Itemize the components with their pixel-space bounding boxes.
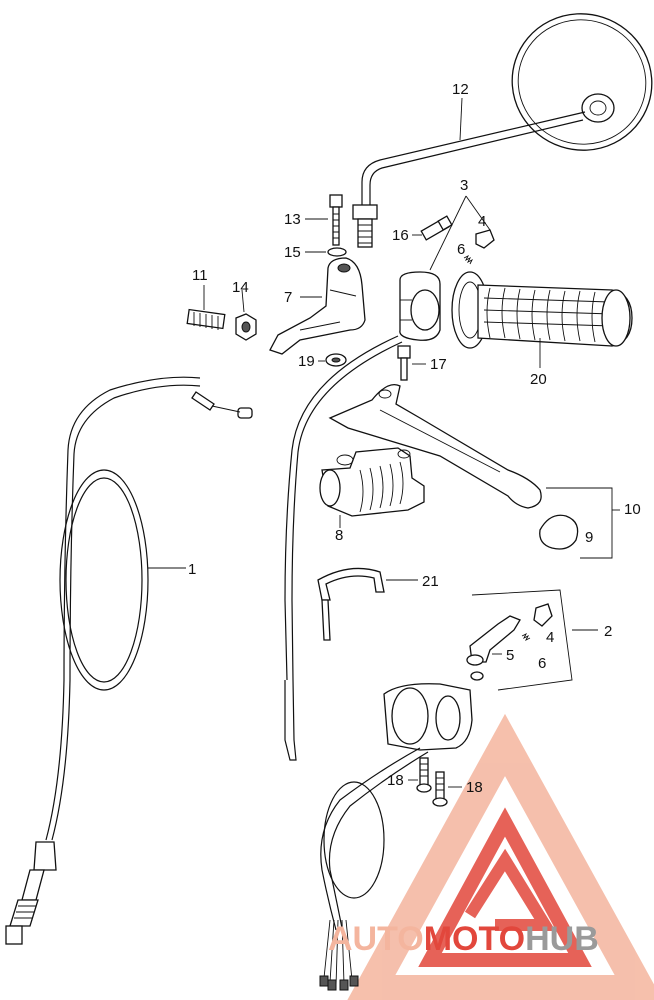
watermark-logo: [347, 713, 654, 1000]
label-part-21: 21: [422, 573, 439, 590]
label-part-12: 12: [452, 81, 469, 98]
label-part-17: 17: [430, 356, 447, 373]
screw-part-18b: [432, 771, 448, 807]
bolt-part-16: [420, 215, 453, 241]
switch-assembly-part-2: [319, 589, 598, 991]
watermark-text-moto: MOTO: [424, 920, 525, 958]
label-part-5: 5: [506, 647, 514, 664]
label-part-7: 7: [284, 289, 292, 306]
screw-part-18a: [416, 757, 432, 793]
watermark-text-auto: AUTO: [328, 920, 424, 958]
label-part-3: 3: [460, 177, 468, 194]
label-part-20: 20: [530, 371, 547, 388]
label-part-4b: 4: [546, 629, 554, 646]
label-part-4a: 4: [478, 213, 486, 230]
label-part-11: 11: [192, 267, 208, 284]
watermark-text-hub: HUB: [525, 920, 599, 958]
clip-part-21: [317, 567, 385, 641]
mirror-part-12: [352, 13, 653, 248]
lever-part-10: [328, 383, 542, 509]
label-part-16: 16: [392, 227, 409, 244]
washer-part-15: [327, 247, 347, 257]
label-part-14: 14: [232, 279, 249, 296]
bolt-part-17: [397, 345, 411, 381]
cable-part-1: [5, 376, 253, 945]
label-part-18b: 18: [466, 779, 483, 796]
label-part-8: 8: [335, 527, 343, 544]
label-part-1: 1: [188, 561, 196, 578]
clamp-part-3: [399, 271, 441, 341]
pivot-part-4: [475, 229, 495, 249]
adjuster-part-8: [319, 447, 425, 517]
lever-bracket-part-7: [269, 257, 366, 355]
label-part-18a: 18: [387, 772, 404, 789]
label-part-9: 9: [585, 529, 593, 546]
grip-part-20: [451, 271, 633, 349]
nut-part-14: [235, 313, 257, 341]
label-part-13: 13: [284, 211, 301, 228]
label-part-19: 19: [298, 353, 315, 370]
label-part-15: 15: [284, 244, 301, 261]
label-part-6b: 6: [538, 655, 546, 672]
bolt-part-13: [329, 194, 343, 246]
watermark-text: AUTOMOTOHUB: [328, 920, 599, 958]
spring-part-6: [463, 254, 474, 265]
label-part-2: 2: [604, 623, 612, 640]
bolt-part-11: [186, 308, 226, 330]
label-part-6a: 6: [457, 241, 465, 258]
label-part-10: 10: [624, 501, 641, 518]
cable-main: [284, 335, 403, 761]
lever-cover-part-9: [539, 514, 579, 550]
